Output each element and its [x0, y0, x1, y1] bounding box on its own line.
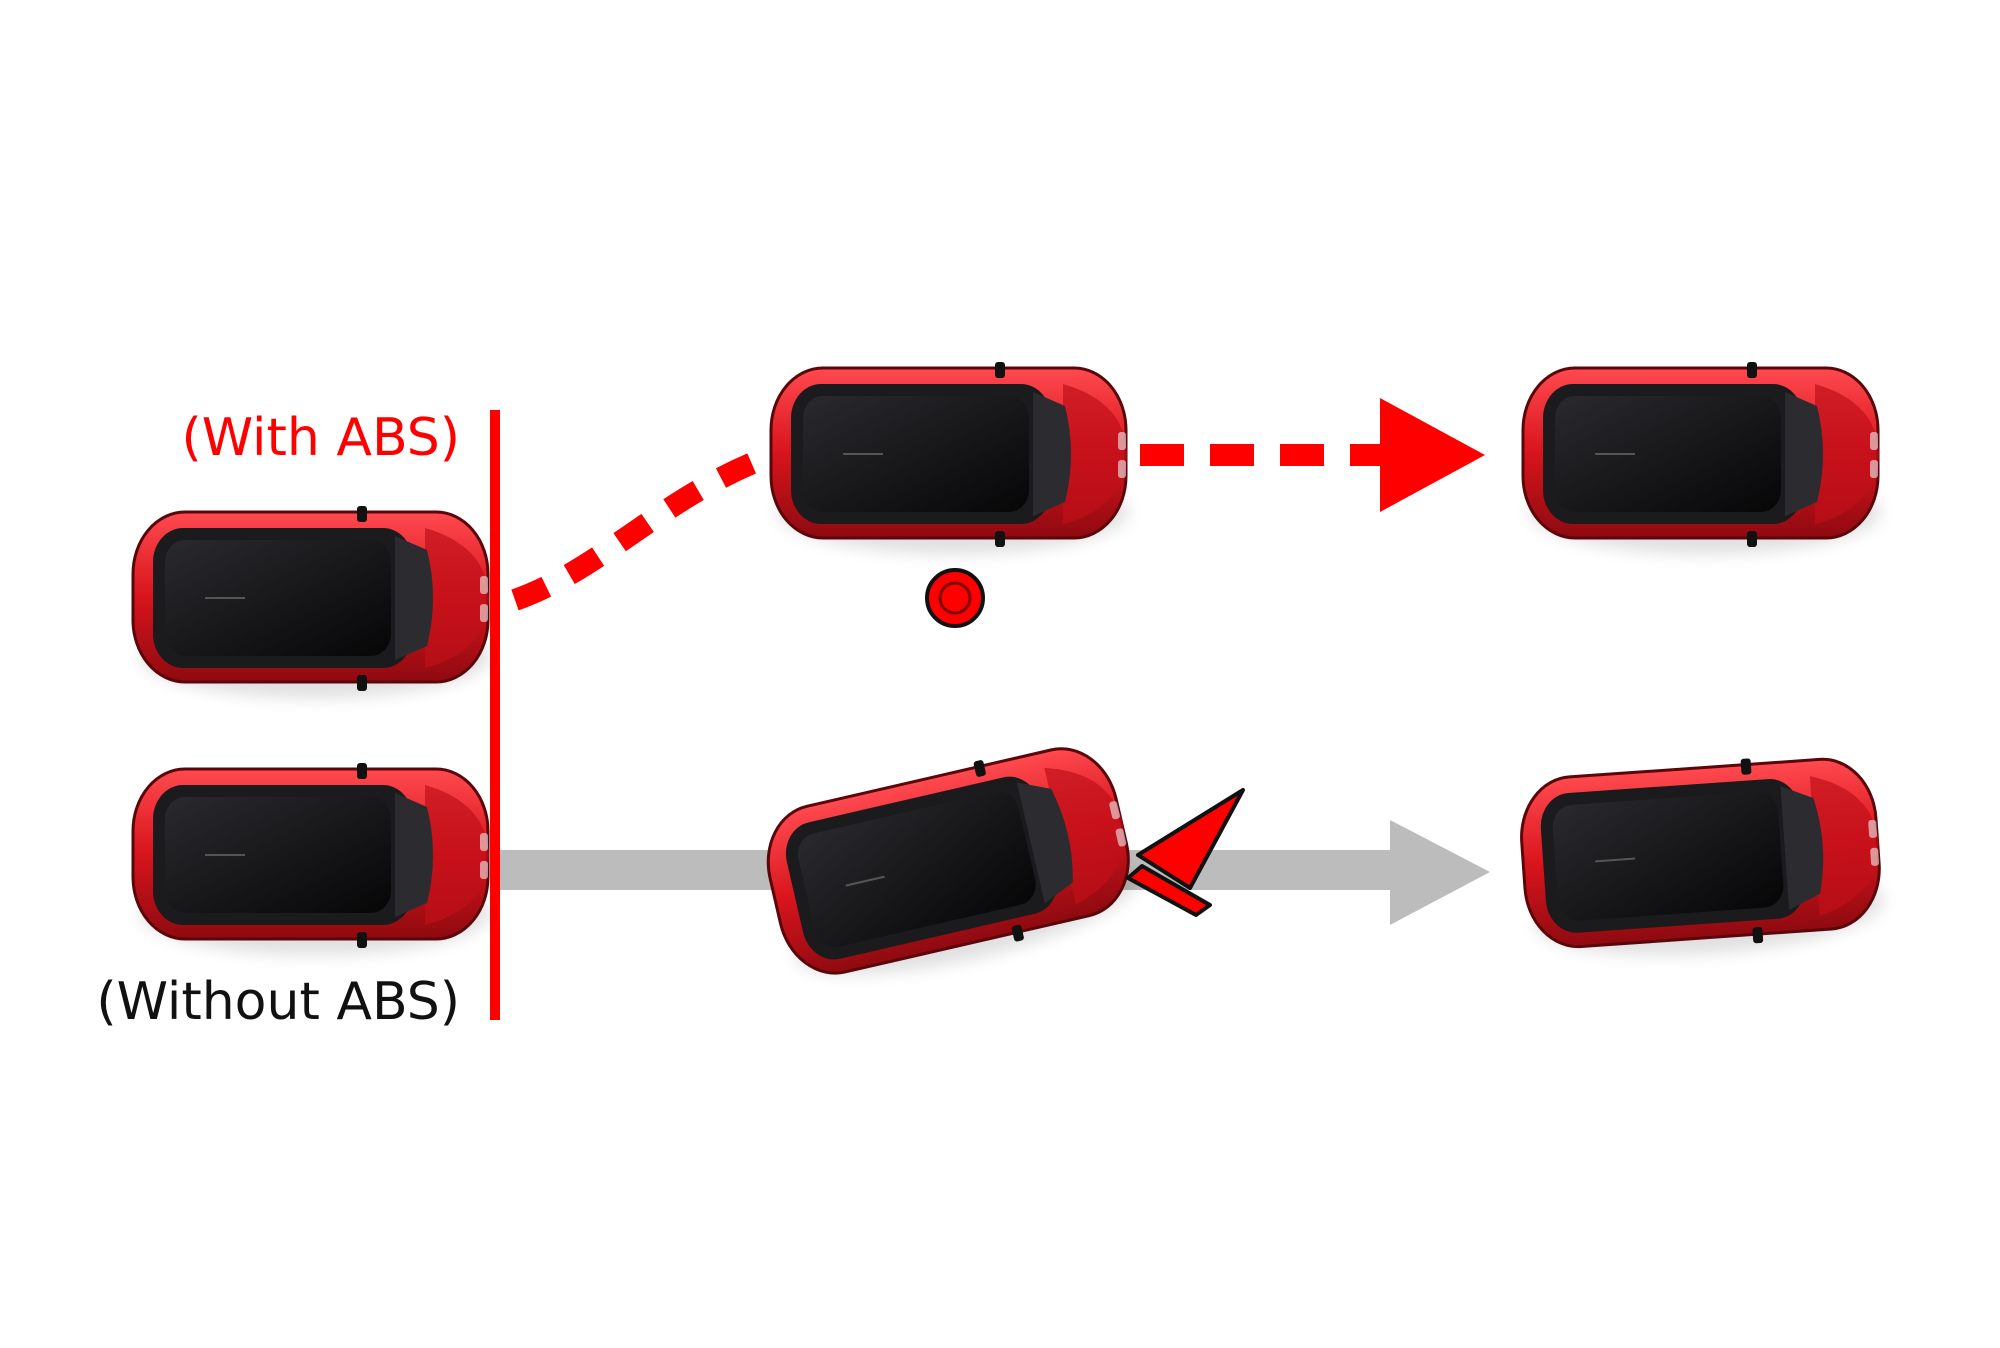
car-without-abs-skidding: [755, 732, 1146, 999]
no-abs-path-arrowhead: [1390, 820, 1490, 925]
car-with-abs-end: [1523, 362, 1880, 554]
car-with-abs-start: [133, 506, 490, 698]
stop-line: [490, 410, 500, 1020]
abs-avoid-path: [511, 449, 765, 611]
car-without-abs-start: [133, 763, 490, 955]
traffic-cone-icon: [1126, 788, 1245, 917]
car-without-abs-end: [1517, 750, 1887, 966]
car-with-abs-avoiding: [771, 362, 1128, 554]
circle-marker-icon: [925, 568, 985, 628]
abs-path-arrowhead: [1380, 398, 1485, 512]
without-abs-label: (Without ABS): [96, 972, 460, 1032]
with-abs-label: (With ABS): [181, 408, 460, 468]
